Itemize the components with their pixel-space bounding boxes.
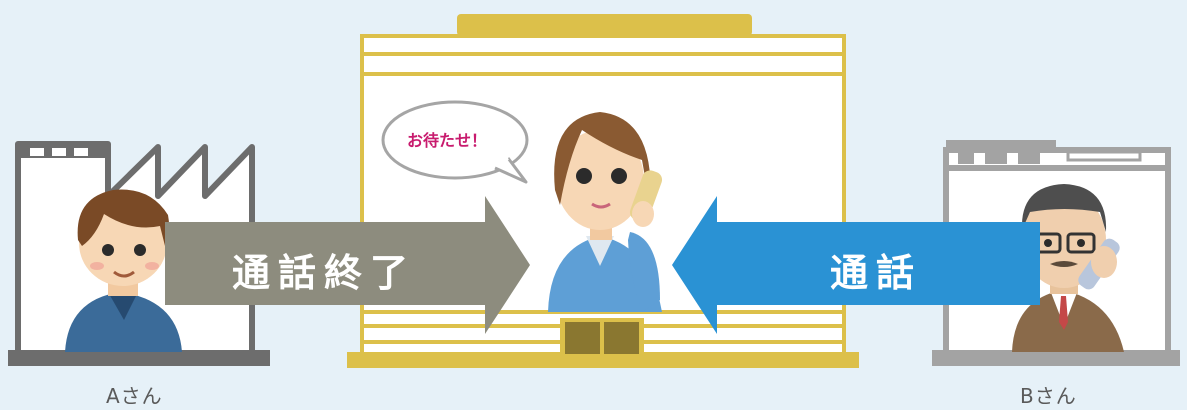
arrow-call-ended bbox=[165, 196, 530, 334]
person-b-illustration bbox=[1012, 184, 1124, 352]
operator-illustration bbox=[548, 112, 663, 312]
person-a-label: Aさん bbox=[106, 384, 163, 408]
speech-bubble bbox=[381, 100, 529, 184]
arrow-call bbox=[672, 196, 1040, 334]
speech-bubble-text: お待たせ！ bbox=[407, 131, 488, 150]
person-a-illustration bbox=[65, 189, 182, 352]
person-b-label: Bさん bbox=[1020, 384, 1077, 408]
arrow-call-ended-label: 通話終了 bbox=[232, 251, 417, 295]
arrow-call-label: 通話 bbox=[830, 251, 923, 295]
